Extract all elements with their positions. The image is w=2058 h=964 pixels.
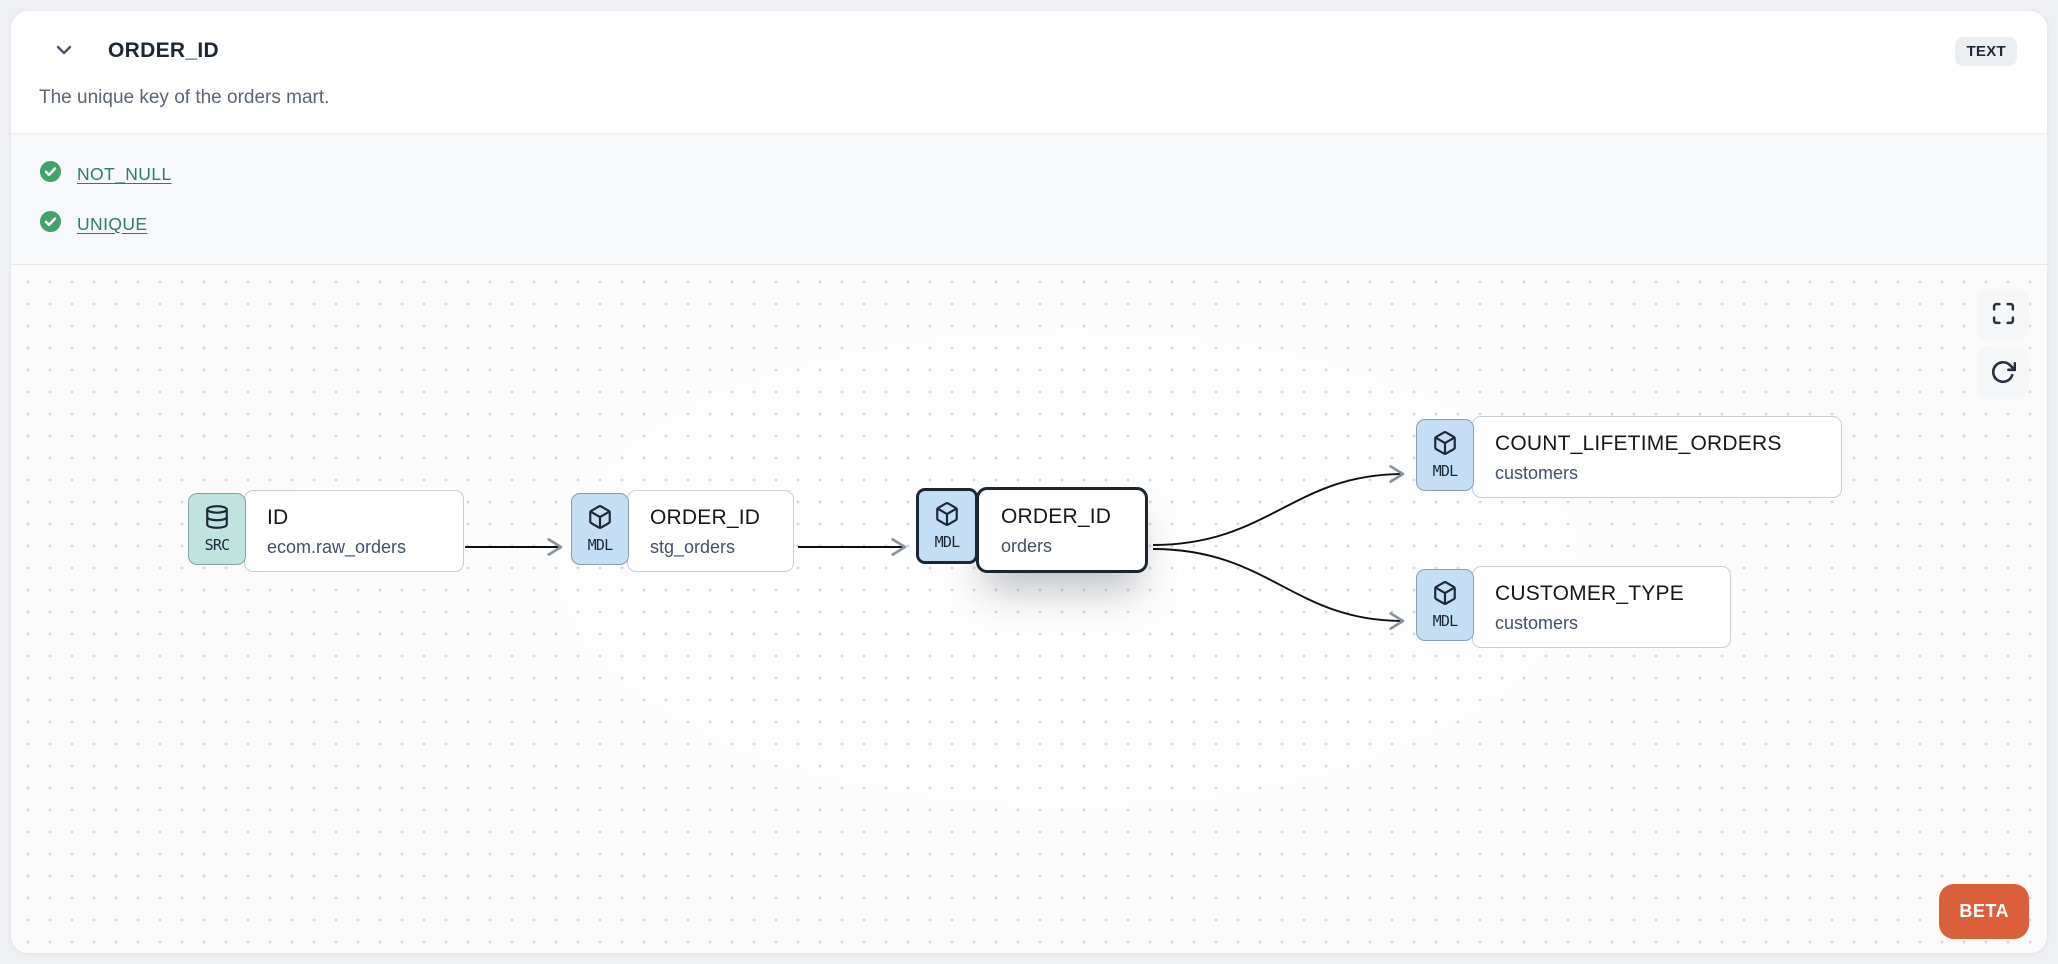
node-subtitle: orders bbox=[1001, 536, 1053, 556]
cube-icon bbox=[1432, 430, 1458, 461]
refresh-icon bbox=[1990, 359, 2017, 388]
test-link-unique[interactable]: UNIQUE bbox=[77, 213, 148, 234]
lineage-node-customer-type[interactable]: MDL CUSTOMER_TYPE customers bbox=[1416, 566, 1731, 648]
tests-section: NOT_NULL UNIQUE bbox=[11, 133, 2047, 265]
node-type-badge: MDL bbox=[571, 493, 629, 565]
collapse-chevron-button[interactable] bbox=[52, 38, 76, 65]
fullscreen-icon bbox=[1991, 301, 2016, 329]
refresh-button[interactable] bbox=[1977, 347, 2029, 399]
lineage-node-staging[interactable]: MDL ORDER_ID stg_orders bbox=[571, 490, 794, 572]
test-row-not-null: NOT_NULL bbox=[39, 160, 2019, 188]
check-circle-icon bbox=[39, 210, 62, 238]
node-badge-label: SRC bbox=[204, 536, 230, 554]
node-subtitle: customers bbox=[1495, 463, 1579, 483]
check-circle-icon bbox=[39, 160, 62, 188]
column-description: The unique key of the orders mart. bbox=[39, 87, 330, 108]
node-title: ORDER_ID bbox=[650, 506, 761, 529]
node-subtitle: stg_orders bbox=[650, 537, 736, 557]
fullscreen-button[interactable] bbox=[1977, 289, 2029, 341]
column-details-panel: ORDER_ID TEXT The unique key of the orde… bbox=[10, 10, 2048, 954]
canvas-controls bbox=[1977, 289, 2029, 399]
node-badge-label: MDL bbox=[1432, 612, 1458, 630]
node-type-badge: SRC bbox=[188, 493, 246, 565]
column-type-badge: TEXT bbox=[1955, 36, 2017, 66]
node-subtitle: ecom.raw_orders bbox=[267, 537, 407, 557]
beta-badge: BETA bbox=[1939, 884, 2029, 939]
node-title: ORDER_ID bbox=[1001, 505, 1112, 528]
lineage-canvas[interactable]: SRC ID ecom.raw_orders MDL ORDER_ID stg_… bbox=[11, 265, 2047, 953]
node-badge-label: MDL bbox=[587, 536, 613, 554]
chevron-down-icon bbox=[52, 38, 76, 65]
test-row-unique: UNIQUE bbox=[39, 210, 2019, 238]
node-type-badge: MDL bbox=[916, 488, 978, 564]
lineage-edges bbox=[465, 465, 1405, 630]
cube-icon bbox=[587, 504, 613, 535]
node-subtitle: customers bbox=[1495, 613, 1579, 633]
node-badge-label: MDL bbox=[1432, 462, 1458, 480]
column-title: ORDER_ID bbox=[108, 39, 219, 62]
node-type-badge: MDL bbox=[1416, 569, 1474, 641]
node-title: COUNT_LIFETIME_ORDERS bbox=[1495, 432, 1782, 455]
cube-icon bbox=[934, 501, 960, 532]
node-badge-label: MDL bbox=[934, 533, 960, 551]
database-icon bbox=[204, 504, 230, 535]
node-type-badge: MDL bbox=[1416, 419, 1474, 491]
node-title: CUSTOMER_TYPE bbox=[1495, 582, 1684, 605]
column-header: ORDER_ID TEXT The unique key of the orde… bbox=[11, 11, 2047, 133]
lineage-node-orders-selected[interactable]: MDL ORDER_ID orders bbox=[916, 487, 1148, 573]
lineage-node-count-lifetime-orders[interactable]: MDL COUNT_LIFETIME_ORDERS customers bbox=[1416, 416, 1842, 498]
node-title: ID bbox=[267, 506, 289, 529]
cube-icon bbox=[1432, 580, 1458, 611]
lineage-node-source[interactable]: SRC ID ecom.raw_orders bbox=[188, 490, 464, 572]
test-link-not-null[interactable]: NOT_NULL bbox=[77, 163, 172, 184]
